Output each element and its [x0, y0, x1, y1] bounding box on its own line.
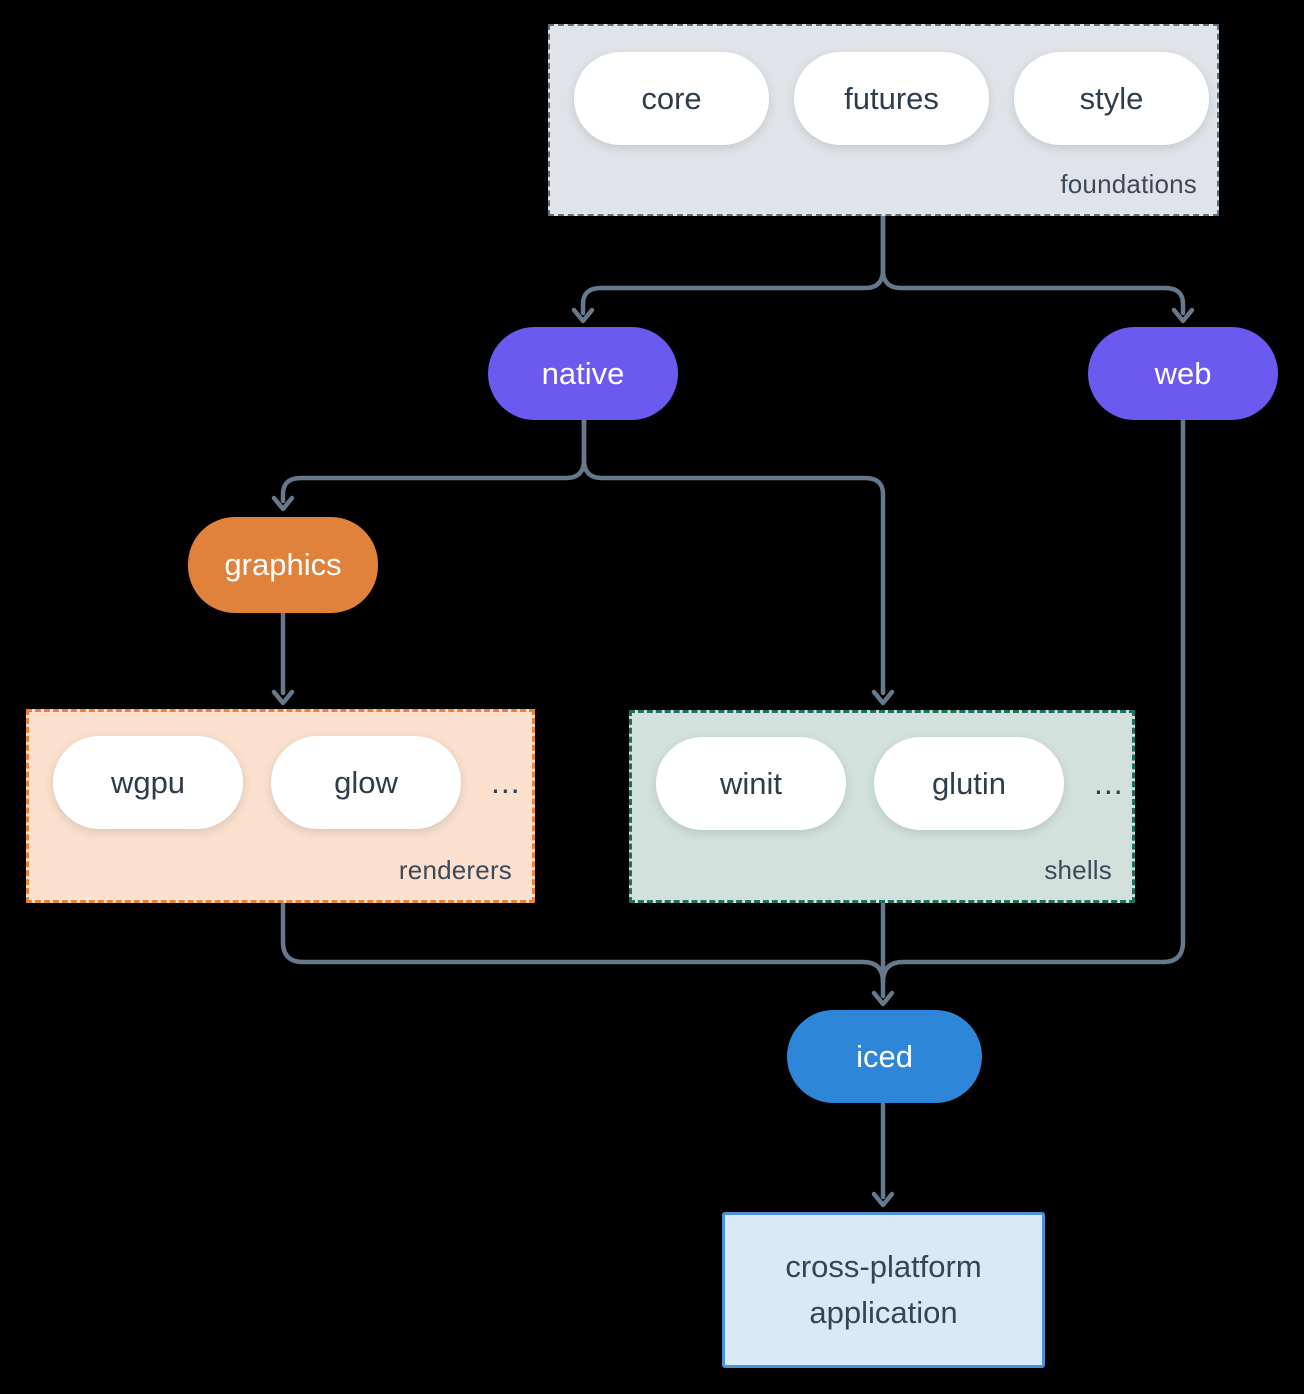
pill-futures: futures [794, 52, 989, 145]
pill-winit: winit [656, 737, 846, 830]
label-shells: shells [1044, 855, 1112, 885]
node-cross-platform-application: cross-platform application [722, 1212, 1045, 1368]
node-web: web [1088, 327, 1278, 420]
pill-wgpu: wgpu [53, 736, 243, 829]
renderers-pill-row: wgpu glow ... [53, 736, 521, 829]
arrowhead-renderers [271, 689, 295, 706]
edge-foundations-native [580, 213, 886, 316]
arrowhead-native [571, 307, 595, 324]
arrowhead-web [1171, 307, 1195, 324]
node-native: native [488, 327, 678, 420]
edge-foundations-web [880, 213, 1186, 316]
pill-glow: glow [271, 736, 461, 829]
arrowhead-application [871, 1191, 895, 1208]
arrowhead-shells [871, 689, 895, 706]
pill-glutin: glutin [874, 737, 1064, 830]
node-graphics: graphics [188, 517, 378, 613]
group-foundations: core futures style foundations [548, 24, 1219, 216]
edge-renderers-iced [280, 900, 886, 985]
shells-pill-row: winit glutin ... [656, 737, 1124, 830]
edge-native-shells [581, 417, 886, 696]
arrowhead-graphics [271, 495, 295, 512]
renderers-ellipsis: ... [491, 764, 521, 800]
group-renderers: wgpu glow ... renderers [26, 709, 535, 903]
foundations-pill-row: core futures style [574, 52, 1209, 145]
pill-core: core [574, 52, 769, 145]
edge-native-graphics [280, 417, 587, 504]
shells-ellipsis: ... [1094, 765, 1124, 801]
node-iced: iced [787, 1010, 982, 1103]
group-shells: winit glutin ... shells [629, 710, 1135, 903]
pill-style: style [1014, 52, 1209, 145]
label-renderers: renderers [398, 855, 512, 885]
label-foundations: foundations [1060, 169, 1197, 199]
arrowhead-iced [871, 990, 895, 1007]
